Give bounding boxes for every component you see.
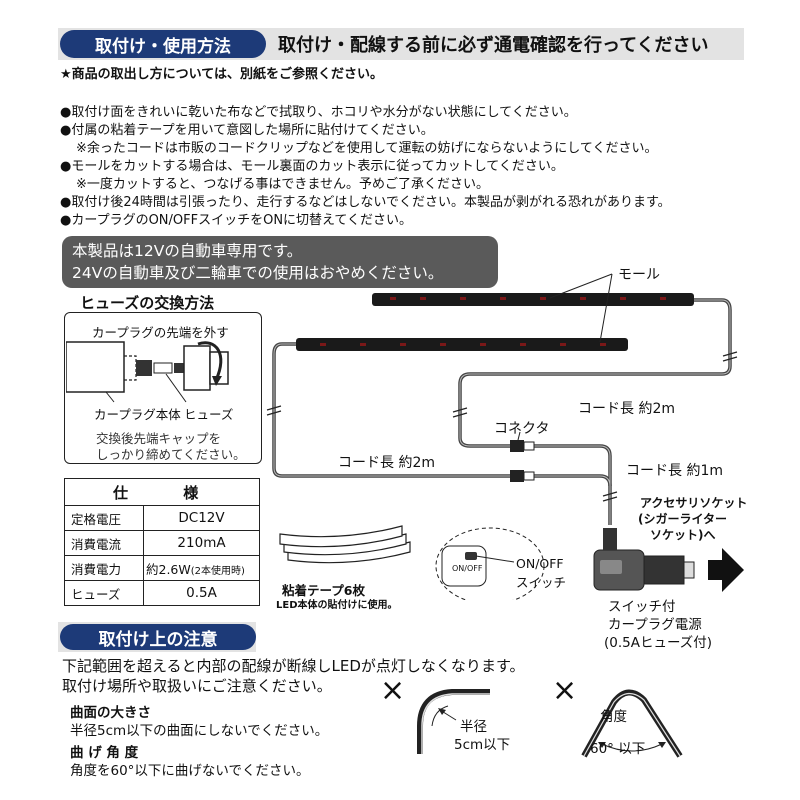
table-row: 定格電圧 DC12V xyxy=(64,505,260,531)
header-banner: 取付け・配線する前に必ず通電確認を行ってください xyxy=(278,35,709,56)
switch-marking: ON/OFF xyxy=(452,564,483,573)
spec-value: 約2.6W xyxy=(146,561,191,577)
warning-line-1: 本製品は12Vの自動車専用です。 xyxy=(72,242,303,260)
instruction-item: ●カープラグのON/OFFスイッチをONに切替えてください。 xyxy=(60,213,413,228)
section-title-caution: 取付け上の注意 xyxy=(60,624,256,650)
plug-label-1: スイッチ付 xyxy=(608,599,676,615)
warning-box: 本製品は12Vの自動車専用です。 24Vの自動車及び二輪車での使用はおやめくださ… xyxy=(62,236,498,288)
accessory-label-2: (シガーライター xyxy=(638,512,728,526)
table-row: 消費電力 約2.6W(2本使用時) xyxy=(64,555,260,581)
spec-value-suffix: (2本使用時) xyxy=(190,565,245,577)
fuse-illustration xyxy=(66,341,229,403)
switch-label-2: スイッチ xyxy=(516,575,567,590)
curve-title: 曲面の大きさ xyxy=(70,705,151,721)
intro-note: ★商品の取出し方については、別紙をご参照ください。 xyxy=(60,67,384,82)
section-title-usage: 取付け・使用方法 xyxy=(60,30,266,58)
x-mark-curve: × xyxy=(380,673,406,708)
fuse-panel xyxy=(64,312,262,464)
led-mall-top xyxy=(372,293,694,306)
spec-label: 定格電圧 xyxy=(64,505,144,531)
instruction-item: ●モールをカットする場合は、モール裏面のカット表示に従ってカットしてください。 xyxy=(60,159,564,174)
angle-label-1: 角度 xyxy=(600,709,627,725)
warning-line-2: 24Vの自動車及び二輪車での使用はおやめください。 xyxy=(72,264,444,282)
spec-value: 0.5A xyxy=(143,580,260,606)
table-row: ヒューズ 0.5A xyxy=(64,580,260,606)
caution-line-1: 下記範囲を超えると内部の配線が断線しLEDが点灯しなくなります。 xyxy=(62,657,525,675)
radius-label-1: 半径 xyxy=(460,719,487,735)
bend-title: 曲 げ 角 度 xyxy=(70,745,139,761)
curve-illustration xyxy=(417,689,490,754)
led-mall-bottom xyxy=(296,338,628,351)
connector-label: コネクタ xyxy=(494,421,550,437)
plug-label-2: カープラグ電源 xyxy=(608,617,702,633)
plug-label-3: (0.5Aヒューズ付) xyxy=(604,635,713,651)
fuse-remove-tip: カープラグの先端を外す xyxy=(92,325,229,340)
spec-value: DC12V xyxy=(143,505,260,531)
instruction-item: ●取付け面をきれいに乾いた布などで拭取り、ホコリや水分がない状態にしてください。 xyxy=(60,105,577,120)
radius-label-2: 5cm以下 xyxy=(454,737,511,753)
instruction-note: ※余ったコードは市販のコードクリップなどを使用して運転の妨げにならないようにして… xyxy=(76,141,658,156)
instruction-note: ※一度カットすると、つなげる事はできません。予めご了承ください。 xyxy=(76,177,489,192)
wiring-diagram xyxy=(266,273,744,600)
spec-label: ヒューズ xyxy=(64,580,144,606)
fuse-plug-body-label: カープラグ本体 xyxy=(94,407,181,422)
spec-header: 仕 様 xyxy=(64,478,260,506)
fuse-note-2: しっかり締めてください。 xyxy=(96,447,246,462)
angle-illustration xyxy=(581,689,683,758)
tape-label-2: LED本体の貼付けに使用。 xyxy=(276,600,398,611)
angle-label-2: 60° 以下 xyxy=(590,741,646,757)
arrow-right-icon xyxy=(708,548,744,592)
spec-label: 消費電流 xyxy=(64,530,144,556)
caution-line-2: 取付け場所や取扱いにご注意ください。 xyxy=(62,677,332,695)
accessory-label-1: アクセサリソケット xyxy=(640,496,748,510)
fuse-title: ヒューズの交換方法 xyxy=(80,294,215,312)
tape-label-1: 粘着テープ6枚 xyxy=(282,583,365,598)
instruction-list: ●取付け面をきれいに乾いた布などで拭取り、ホコリや水分がない状態にしてください。… xyxy=(60,104,671,230)
cord-length-2m-b: コード長 約2m xyxy=(338,455,435,471)
spec-table: 仕 様 定格電圧 DC12V 消費電流 210mA 消費電力 約2.6W(2本使… xyxy=(64,478,260,606)
mall-label: モール xyxy=(618,267,660,283)
cord-length-1m: コード長 約1m xyxy=(626,463,723,479)
spec-value-cell: 約2.6W(2本使用時) xyxy=(143,555,260,581)
spec-header-right: 様 xyxy=(183,483,201,502)
curve-text: 半径5cm以下の曲面にしないでください。 xyxy=(70,723,329,739)
x-mark-angle: × xyxy=(552,673,578,708)
instruction-item: ●付属の粘着テープを用いて意図した場所に貼付けてください。 xyxy=(60,123,434,138)
bend-text: 角度を60°以下に曲げないでください。 xyxy=(70,763,310,779)
accessory-label-3: ソケット)へ xyxy=(650,528,716,542)
spec-label: 消費電力 xyxy=(64,555,144,581)
spec-value: 210mA xyxy=(143,530,260,556)
instruction-item: ●取付け後24時間は引張ったり、走行するなどはしないでください。本製品が剥がれる… xyxy=(60,195,671,210)
spec-header-left: 仕 xyxy=(113,483,131,502)
cord-length-2m-a: コード長 約2m xyxy=(578,401,675,417)
fuse-label: ヒューズ xyxy=(184,407,234,422)
table-row: 消費電流 210mA xyxy=(64,530,260,556)
fuse-note-1: 交換後先端キャップを xyxy=(96,431,222,446)
switch-label-1: ON/OFF xyxy=(516,556,564,571)
